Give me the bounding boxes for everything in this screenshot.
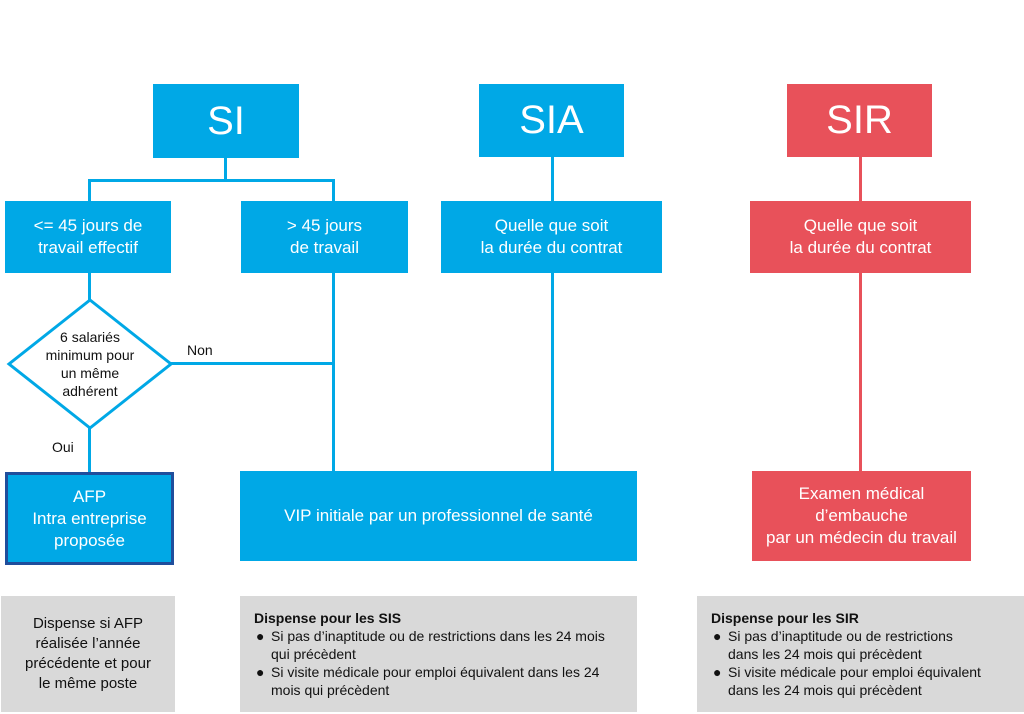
header-sir: SIR xyxy=(787,84,932,157)
condition-sia-line1: Quelle que soit xyxy=(494,216,609,235)
list-item: ● Si pas d’inaptitude ou de restrictions… xyxy=(711,627,1010,663)
outcome-afp-line3: proposée xyxy=(54,530,125,550)
header-sir-label: SIR xyxy=(826,98,893,142)
connector-sir-exam xyxy=(859,272,862,472)
list-item: ● Si visite médicale pour emploi équival… xyxy=(254,663,623,699)
header-si: SI xyxy=(153,84,299,158)
bullet-icon: ● xyxy=(256,628,265,644)
note-afp-line1: Dispense si AFP xyxy=(32,615,144,632)
header-si-label: SI xyxy=(207,98,245,143)
bullet-icon: ● xyxy=(713,664,722,680)
note-sir-b2-l2: dans les 24 mois qui précèdent xyxy=(728,682,922,698)
connector-to-gt45 xyxy=(332,179,335,201)
label-non: Non xyxy=(187,342,213,358)
note-sir-b1-l2: dans les 24 mois qui précèdent xyxy=(728,646,922,662)
header-sia-label: SIA xyxy=(519,98,584,142)
outcome-afp-line2: Intra entreprise xyxy=(32,508,147,528)
connector-si-split xyxy=(88,179,335,182)
condition-le-45-days: <= 45 jours de travail effectif xyxy=(5,201,171,273)
note-sis-b2-l1: Si visite médicale pour emploi équivalen… xyxy=(271,664,600,680)
note-sis-b2-l2: mois qui précèdent xyxy=(271,682,390,698)
note-sis-b1-l2: qui précèdent xyxy=(271,646,356,662)
connector-sia-down xyxy=(551,156,554,202)
note-afp-line4: le même poste xyxy=(38,675,138,692)
bullet-icon: ● xyxy=(713,628,722,644)
note-sir-b1-l1: Si pas d’inaptitude ou de restrictions xyxy=(728,628,953,644)
note-sis-title: Dispense pour les SIS xyxy=(254,610,402,626)
condition-le-45-line2: travail effectif xyxy=(38,238,138,257)
condition-sir-line1: Quelle que soit xyxy=(803,216,918,235)
outcome-exam-line2: d’embauche xyxy=(815,506,908,525)
note-sir-title: Dispense pour les SIR xyxy=(711,610,859,626)
condition-sia-line2: la durée du contrat xyxy=(480,238,623,257)
decision-line2: minimum pour xyxy=(45,347,135,363)
decision-line4: adhérent xyxy=(62,383,118,399)
note-sis-list: ● Si pas d’inaptitude ou de restrictions… xyxy=(254,627,623,699)
connector-diamond-non xyxy=(166,362,334,365)
label-oui: Oui xyxy=(52,439,74,455)
decision-diamond-text: 6 salariés minimum pour un même adhérent xyxy=(30,328,150,400)
note-sir-list: ● Si pas d’inaptitude ou de restrictions… xyxy=(711,627,1010,699)
condition-le-45-line1: <= 45 jours de xyxy=(33,216,143,235)
header-sia: SIA xyxy=(479,84,624,157)
note-sis-b1-l1: Si pas d’inaptitude ou de restrictions d… xyxy=(271,628,605,644)
bullet-icon: ● xyxy=(256,664,265,680)
condition-sir-any-duration: Quelle que soit la durée du contrat xyxy=(750,201,971,273)
outcome-exam-line3: par un médecin du travail xyxy=(766,528,957,547)
connector-le45-diamond xyxy=(88,272,91,300)
list-item: ● Si pas d’inaptitude ou de restrictions… xyxy=(254,627,623,663)
note-sir-exemption: Dispense pour les SIR ● Si pas d’inaptit… xyxy=(697,596,1024,712)
note-sis-exemption: Dispense pour les SIS ● Si pas d’inaptit… xyxy=(240,596,637,712)
note-afp-exemption: Dispense si AFP réalisée l’année précéde… xyxy=(1,596,175,712)
condition-gt-45-line1: > 45 jours xyxy=(286,216,363,235)
outcome-afp: AFP Intra entreprise proposée xyxy=(5,472,174,565)
outcome-vip: VIP initiale par un professionnel de san… xyxy=(240,471,637,561)
connector-sir-down xyxy=(859,156,862,202)
condition-gt-45-line2: de travail xyxy=(290,238,359,257)
outcome-vip-label: VIP initiale par un professionnel de san… xyxy=(284,506,593,525)
outcome-exam-line1: Examen médical xyxy=(798,484,925,503)
condition-sia-any-duration: Quelle que soit la durée du contrat xyxy=(441,201,662,273)
connector-to-le45 xyxy=(88,179,91,201)
connector-sia-vip xyxy=(551,272,554,472)
outcome-medical-exam: Examen médical d’embauche par un médecin… xyxy=(752,471,971,561)
note-sir-b2-l1: Si visite médicale pour emploi équivalen… xyxy=(728,664,981,680)
connector-si-down xyxy=(224,158,227,181)
note-afp-line2: réalisée l’année xyxy=(35,635,141,652)
condition-gt-45-days: > 45 jours de travail xyxy=(241,201,408,273)
note-afp-line3: précédente et pour xyxy=(25,655,151,672)
decision-line1: 6 salariés xyxy=(60,329,120,345)
outcome-afp-line1: AFP xyxy=(72,486,107,506)
list-item: ● Si visite médicale pour emploi équival… xyxy=(711,663,1010,699)
decision-line3: un même xyxy=(60,365,120,381)
connector-gt45-vip xyxy=(332,272,335,472)
condition-sir-line2: la durée du contrat xyxy=(789,238,932,257)
connector-diamond-oui xyxy=(88,428,91,474)
decision-diamond xyxy=(6,298,174,430)
